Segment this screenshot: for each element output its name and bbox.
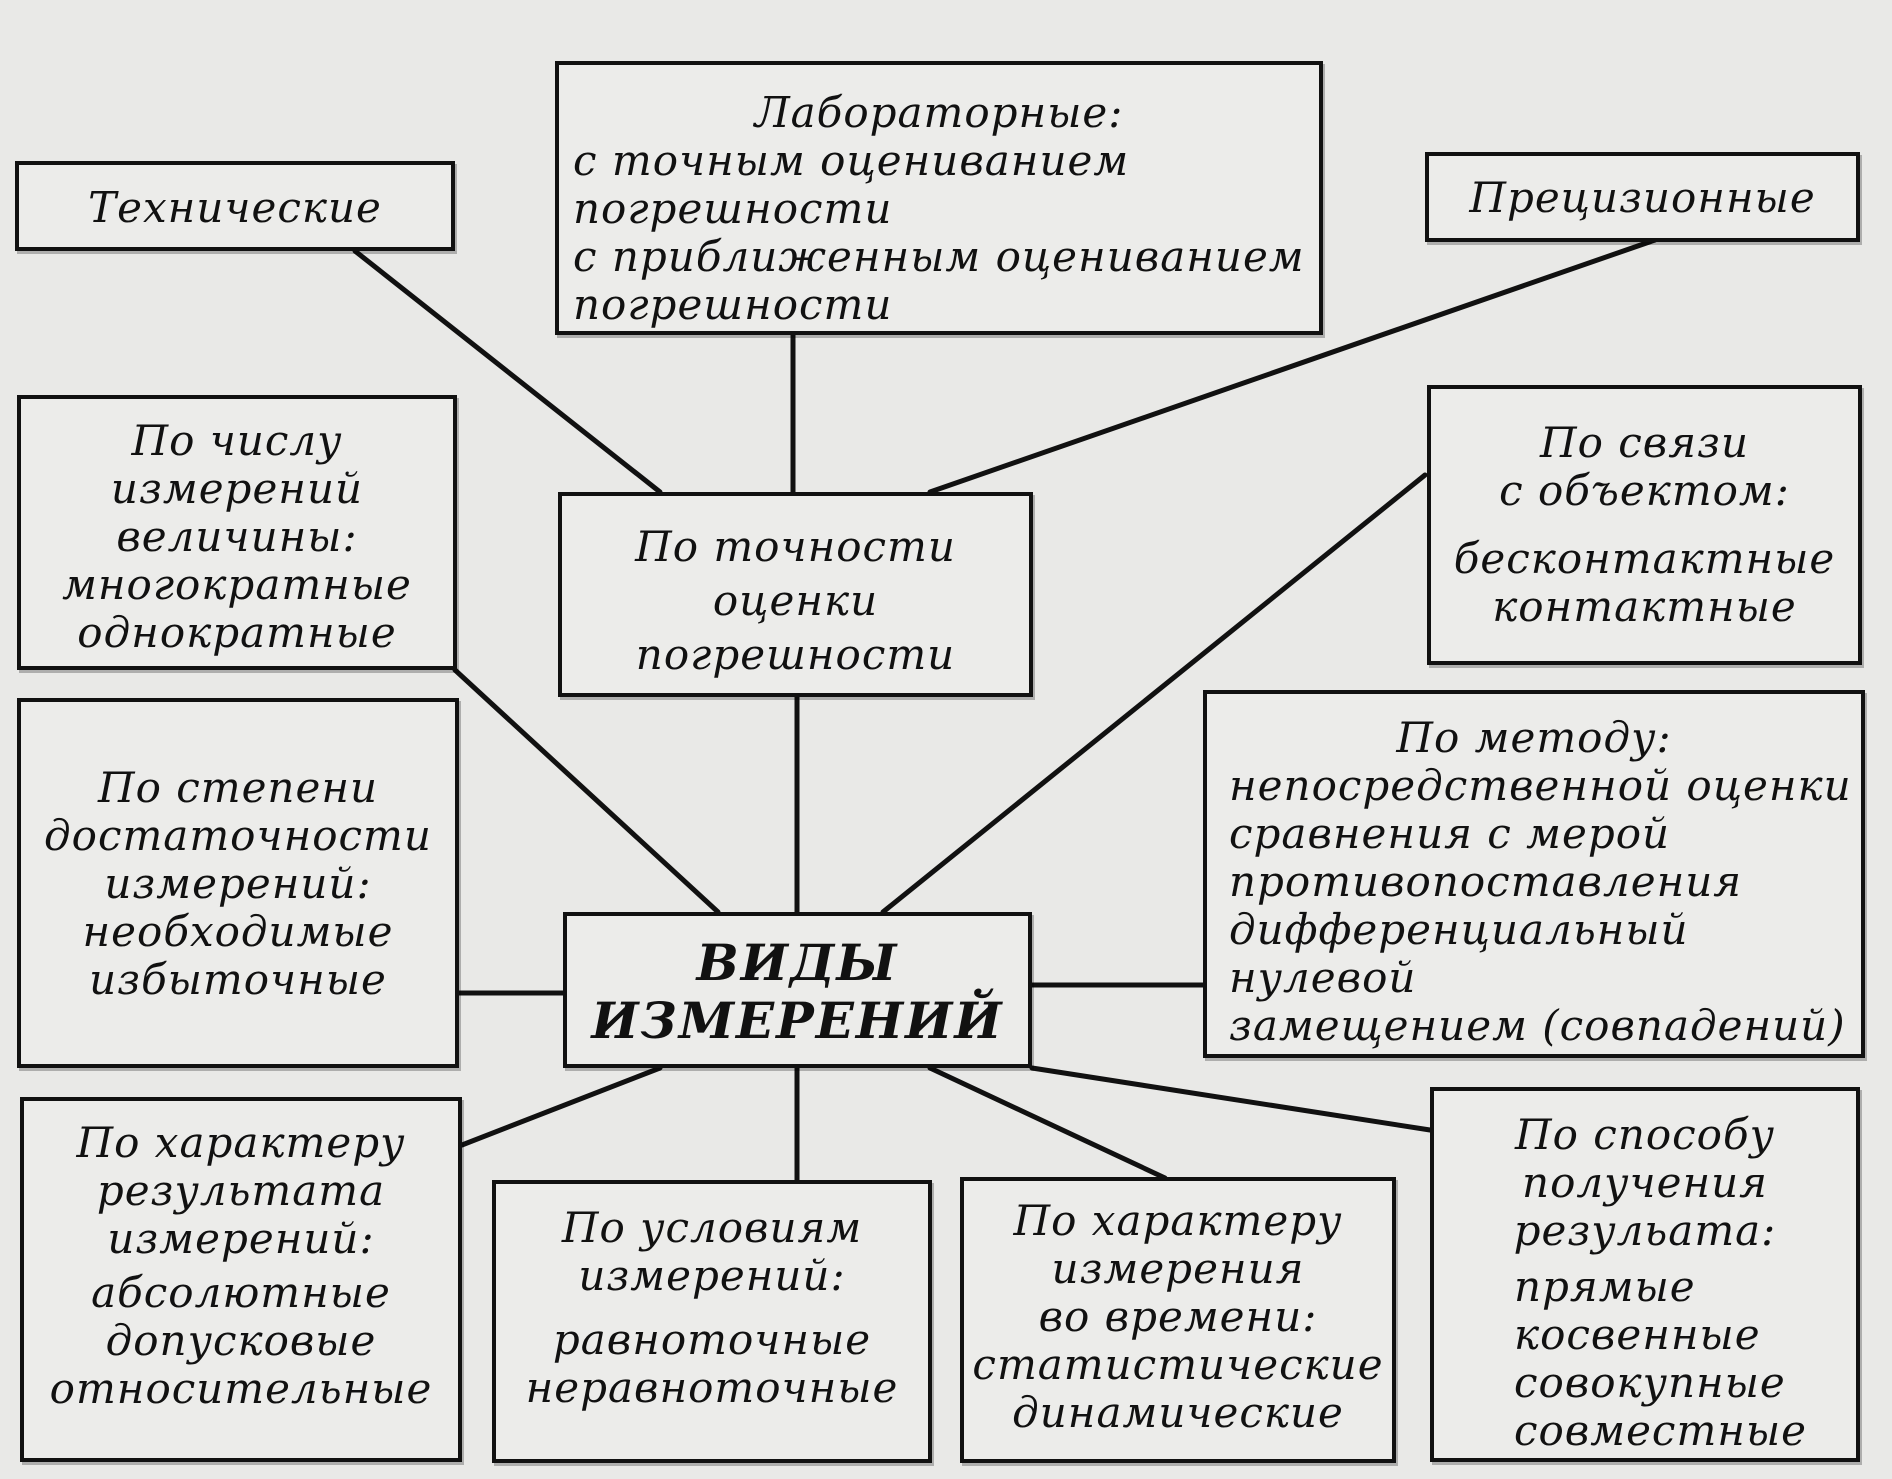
center-box: ВИДЫ ИЗМЕРЕНИЙ [563,912,1032,1068]
by-method-item: противопоставления [1229,857,1743,906]
laboratory-item: с приближенным оцениванием [573,232,1305,281]
by-obtaining-item: прямые [1514,1262,1696,1311]
by-obtaining-line: По способу [1515,1110,1775,1159]
center-title-line: ИЗМЕРЕНИЙ [591,991,1004,1050]
by-method-item: замещением (совпадений) [1229,1001,1846,1050]
by-obtaining-item: совместные [1514,1406,1808,1455]
by-contact-line: По связи [1540,418,1749,467]
by-sufficiency-box: По степени достаточности измерений: необ… [17,698,459,1068]
by-sufficiency-item: необходимые [82,907,394,956]
by-sufficiency-line: измерений: [104,859,372,908]
by-conditions-item: неравноточные [525,1363,899,1412]
by-contact-item: бесконтактные [1453,534,1836,583]
by-count-item: однократные [77,608,397,657]
by-conditions-line: измерений: [578,1251,846,1300]
by-time-line: По характеру [1013,1196,1343,1245]
by-count-line: По числу [131,416,343,465]
by-count-box: По числу измерений величины: многократны… [17,395,457,670]
by-result-character-item: относительные [49,1364,433,1413]
by-result-character-box: По характеру результата измерений: абсол… [20,1097,462,1462]
by-count-line: измерений [110,464,364,513]
by-sufficiency-item: избыточные [89,955,387,1004]
connector-contact [880,472,1428,915]
connector-obtaining [1029,1065,1433,1133]
by-obtaining-item: косвенные [1514,1310,1761,1359]
connector-precision [927,237,1658,495]
by-accuracy-line: По точности [635,522,956,571]
by-obtaining-line: получения [1522,1158,1768,1207]
connector-result-character [459,1065,663,1148]
by-obtaining-box: По способу получения резульата: прямые к… [1430,1087,1860,1462]
by-contact-item: контактные [1492,582,1797,631]
by-result-character-item: абсолютные [91,1268,391,1317]
by-conditions-box: По условиям измерений: равноточные нерав… [492,1180,932,1463]
by-time-item: статистические [972,1340,1384,1389]
laboratory-item: погрешности [573,280,893,329]
by-method-item: дифференциальный [1229,905,1689,954]
by-method-item: сравнения с мерой [1229,809,1671,858]
by-accuracy-line: оценки [712,576,879,625]
by-result-character-line: По характеру [76,1118,406,1167]
by-accuracy-line: погрешности [635,630,956,679]
by-obtaining-item: совокупные [1514,1358,1786,1407]
by-method-box: По методу: непосредственной оценки сравн… [1203,690,1865,1058]
by-method-item: непосредственной оценки [1229,761,1852,810]
by-time-item: динамические [1012,1388,1344,1437]
by-method-title: По методу: [1396,713,1672,762]
laboratory-box: Лабораторные: с точным оцениванием погре… [555,61,1323,335]
by-obtaining-line: резульата: [1513,1206,1777,1255]
technical-box: Технические [15,161,455,251]
by-conditions-item: равноточные [552,1315,872,1364]
by-time-line: измерения [1051,1244,1305,1293]
connector-time [927,1065,1168,1181]
laboratory-item: погрешности [573,184,893,233]
center-title-line: ВИДЫ [696,933,899,992]
by-result-character-line: измерений: [107,1214,375,1263]
by-accuracy-box: По точности оценки погрешности [558,492,1033,697]
technical-title: Технические [88,183,382,232]
by-time-line: во времени: [1038,1292,1318,1341]
by-sufficiency-line: По степени [97,763,379,812]
by-result-character-line: результата [96,1166,386,1215]
by-result-character-item: допусковые [105,1316,377,1365]
by-count-line: величины: [116,512,358,561]
by-conditions-line: По условиям [561,1203,863,1252]
laboratory-title: Лабораторные: [754,88,1124,137]
connector-count [452,667,721,915]
by-sufficiency-line: достаточности [44,811,432,860]
connector-technical [352,248,663,495]
precision-title: Прецизионные [1469,173,1816,222]
by-contact-line: с объектом: [1499,466,1790,515]
by-count-item: многократные [62,560,412,609]
by-contact-box: По связи с объектом: бесконтактные конта… [1427,385,1862,665]
by-time-box: По характеру измерения во времени: стати… [960,1177,1396,1463]
laboratory-item: с точным оцениванием [573,136,1130,185]
precision-box: Прецизионные [1425,152,1860,242]
by-method-item: нулевой [1229,953,1417,1002]
